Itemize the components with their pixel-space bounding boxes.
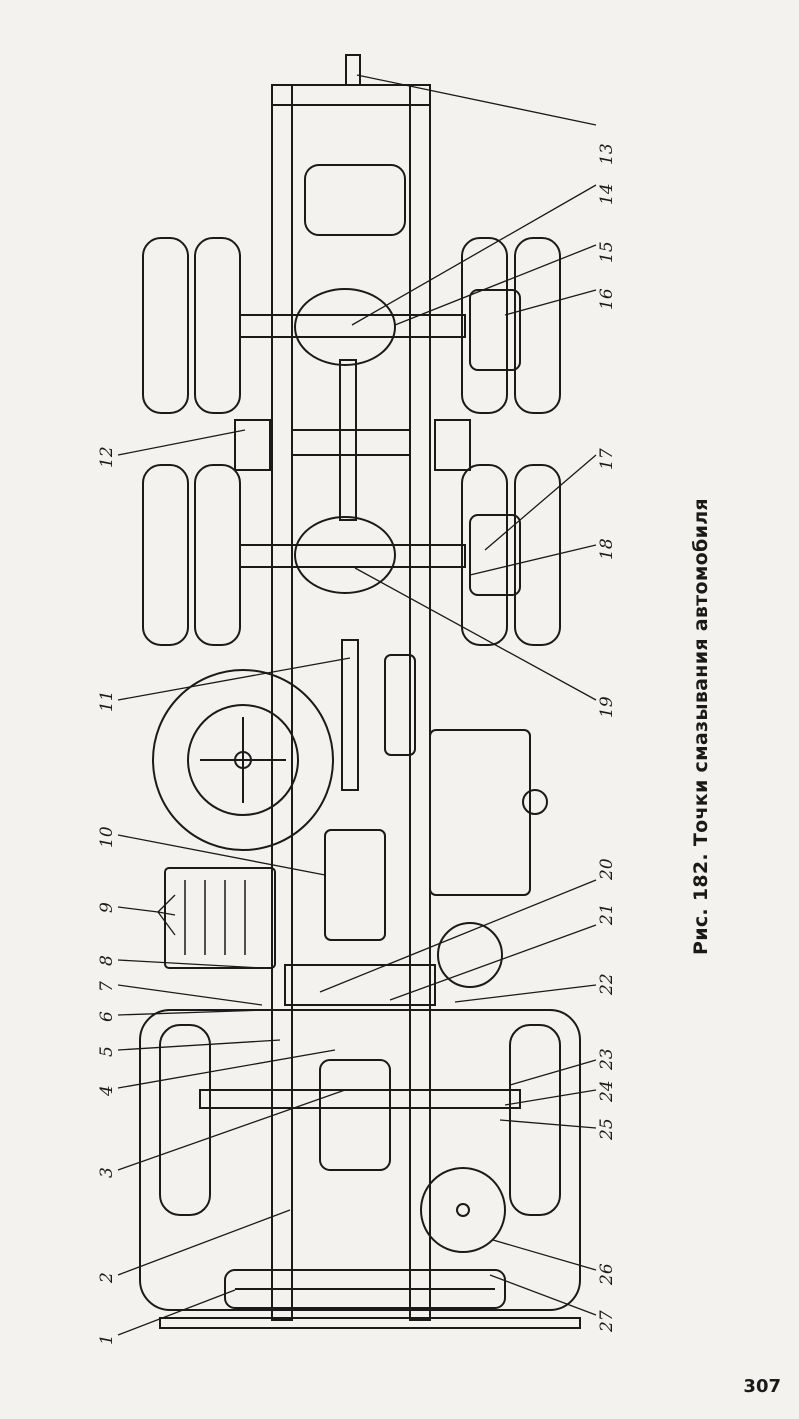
propeller-shaft-rear xyxy=(339,359,357,521)
tow-hook xyxy=(345,54,361,86)
callout-3: 3 xyxy=(97,1167,117,1178)
front-wheel-left xyxy=(159,1024,211,1216)
wheel-rr1-inner xyxy=(461,237,508,414)
center-crossmember xyxy=(291,429,411,456)
callout-7: 7 xyxy=(97,981,117,992)
battery-box xyxy=(164,867,276,969)
callout-27: 27 xyxy=(597,1310,617,1333)
tank-left xyxy=(384,654,416,756)
callout-23: 23 xyxy=(597,1048,617,1071)
callout-14: 14 xyxy=(597,183,617,205)
gearbox xyxy=(324,829,386,941)
wheel-rl1-outer xyxy=(142,237,189,414)
frame-left-rail xyxy=(271,84,293,1321)
air-filter xyxy=(437,922,503,988)
callout-1: 1 xyxy=(97,1334,117,1345)
wheel-rl2-outer xyxy=(142,464,189,646)
balancer-right xyxy=(434,419,471,471)
wheel-rl2-inner xyxy=(194,464,241,646)
clutch-housing xyxy=(284,964,436,1006)
fuel-tank-right xyxy=(429,729,531,896)
callout-2: 2 xyxy=(97,1272,117,1284)
front-wheel-right xyxy=(509,1024,561,1216)
callout-22: 22 xyxy=(597,973,617,996)
callout-25: 25 xyxy=(597,1118,617,1141)
callout-19: 19 xyxy=(597,696,617,718)
callout-12: 12 xyxy=(97,446,117,468)
callout-20: 20 xyxy=(597,858,617,881)
wheel-rl1-inner xyxy=(194,237,241,414)
steering-wheel xyxy=(420,1167,506,1253)
balancer-left xyxy=(234,419,271,471)
frame-rear-crossmember xyxy=(271,84,431,106)
spare-wheel-outer xyxy=(152,669,334,851)
front-bumper xyxy=(159,1317,581,1329)
cab-floor xyxy=(139,1009,581,1311)
callout-5: 5 xyxy=(97,1046,117,1057)
differential-2 xyxy=(294,516,396,594)
callout-8: 8 xyxy=(97,955,117,966)
callout-labels: 1 2 3 4 5 6 7 8 9 10 11 12 13 14 15 16 1… xyxy=(97,143,617,1345)
front-axle xyxy=(199,1089,521,1109)
frame-right-rail xyxy=(409,84,431,1321)
wheel-rr2-outer xyxy=(514,464,561,646)
callout-21: 21 xyxy=(597,903,617,926)
wheel-rr1-outer xyxy=(514,237,561,414)
callout-4: 4 xyxy=(97,1085,117,1097)
callout-26: 26 xyxy=(597,1263,617,1286)
callout-11: 11 xyxy=(97,690,117,712)
callout-17: 17 xyxy=(597,448,617,470)
rear-tank xyxy=(304,164,406,236)
callout-15: 15 xyxy=(597,241,617,263)
callout-10: 10 xyxy=(97,826,117,848)
figure-caption: Рис. 182. Точки смазывания автомобиля xyxy=(690,498,712,955)
spare-wheel-rim xyxy=(187,704,299,816)
callout-9: 9 xyxy=(97,902,117,913)
propeller-shaft-main xyxy=(341,639,359,791)
rear-axle-2 xyxy=(239,544,466,568)
page-number: 307 xyxy=(743,1376,781,1397)
callout-6: 6 xyxy=(97,1011,117,1022)
fuel-filler-cap xyxy=(522,789,548,815)
rear-axle-1 xyxy=(239,314,466,338)
wheel-rr2-inner xyxy=(461,464,508,646)
radiator xyxy=(224,1269,506,1309)
differential-1 xyxy=(294,288,396,366)
brake-drum-18 xyxy=(469,514,521,596)
engine-block xyxy=(319,1059,391,1171)
callout-18: 18 xyxy=(597,538,617,560)
brake-drum-16 xyxy=(469,289,521,371)
callout-13: 13 xyxy=(597,143,617,165)
callout-24: 24 xyxy=(597,1080,617,1103)
callout-16: 16 xyxy=(597,288,617,310)
